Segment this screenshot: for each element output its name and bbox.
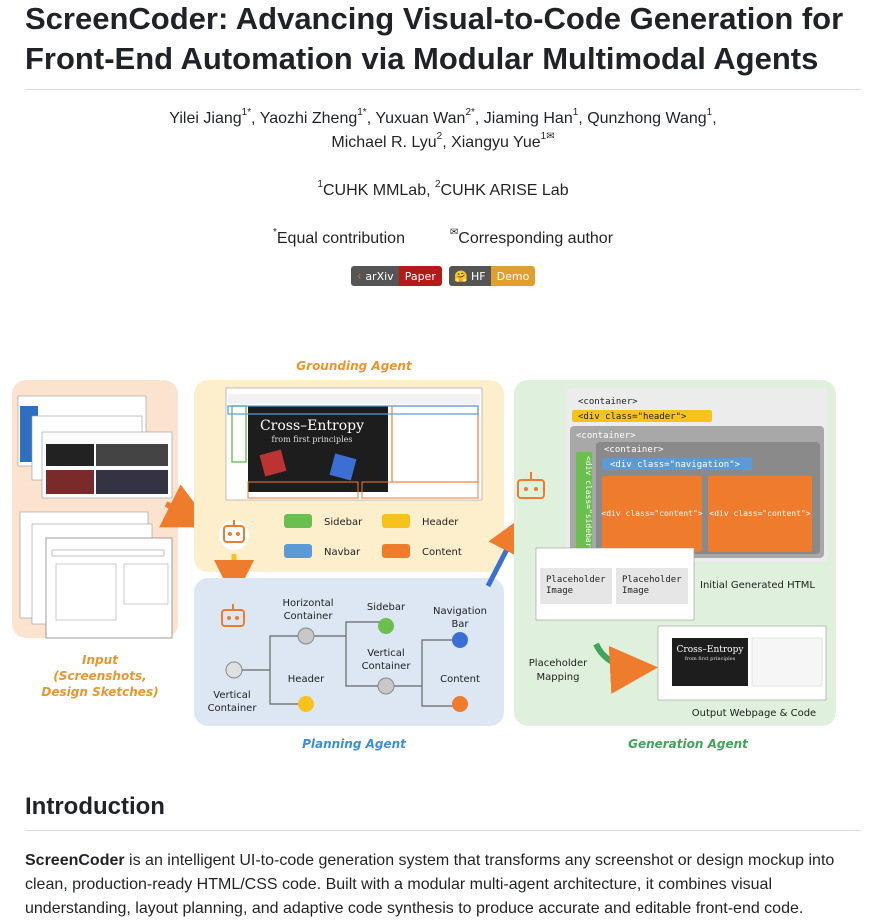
robot-icon [223, 520, 245, 543]
readme-content: ScreenCoder: Advancing Visual-to-Code Ge… [25, 0, 861, 288]
author-list: Yilei Jiang1*, Yaozhi Zheng1*, Yuxuan Wa… [169, 107, 717, 151]
hugging-face-icon: 🤗 [454, 269, 468, 283]
legend-header: Header [422, 517, 459, 528]
placeholder-mapping-label: Mapping [537, 672, 580, 683]
tree-node-label: Sidebar [367, 602, 406, 613]
author: Xiangyu Yue1✉ [451, 131, 555, 151]
tree-node-label: Vertical [367, 648, 404, 659]
contribution-notes: *Equal contribution ✉Corresponding autho… [272, 227, 614, 247]
input-panel: Input (Screenshots, Design Sketches) [12, 380, 178, 699]
author: Yilei Jiang1* [169, 107, 252, 127]
tree-node-label: Horizontal [282, 598, 333, 609]
grounding-panel: Cross–Entropy from first principles Side… [194, 380, 504, 572]
introduction-section: Introduction ScreenCoder is an intellige… [25, 792, 861, 921]
html-tag: <div class="header"> [578, 412, 687, 422]
thumbnail-subtitle: from first principles [685, 656, 736, 662]
tree-node-label: Container [284, 611, 334, 622]
thumbnail-title: Cross–Entropy [260, 418, 364, 434]
html-tag: <div class="content"> [601, 509, 702, 518]
initial-html-label: Initial Generated HTML [700, 580, 815, 591]
section-divider [25, 830, 861, 831]
html-tag: <container> [604, 445, 664, 455]
pipeline-figure: Grounding Agent Input (Screenshots, Desi… [12, 359, 836, 751]
title-divider [25, 89, 861, 90]
author: Yaozhi Zheng1* [259, 107, 367, 127]
affiliations: 1CUHK MMLab, 2CUHK ARISE Lab [317, 179, 569, 199]
page-title: ScreenCoder: Advancing Visual-to-Code Ge… [25, 1, 844, 76]
html-tag: <div class="content"> [709, 509, 810, 518]
tree-node-label: Container [208, 703, 258, 714]
hf-demo-badge[interactable]: 🤗HF Demo [449, 266, 536, 286]
input-label: Design Sketches) [41, 685, 158, 699]
generation-agent-label: Generation Agent [628, 737, 749, 751]
author: Michael R. Lyu2 [331, 131, 443, 151]
legend-swatch-navbar [284, 544, 312, 558]
generation-panel: <container> <div class="header"> <contai… [514, 380, 836, 726]
planning-agent-label: Planning Agent [302, 737, 407, 751]
placeholder-image-text: Placeholder [622, 575, 682, 585]
robot-icon [221, 604, 245, 627]
thumbnail-subtitle: from first principles [272, 435, 353, 444]
legend-sidebar: Sidebar [324, 517, 363, 528]
legend-swatch-content [382, 544, 410, 558]
legend-navbar: Navbar [324, 547, 361, 558]
tree-node-label: Navigation [433, 606, 487, 617]
planning-panel: Horizontal Container Sidebar Navigation … [194, 578, 504, 726]
tree-node-label: Header [288, 674, 325, 685]
html-tag: <div class="sidebar"> [584, 456, 593, 557]
author: Qunzhong Wang1 [587, 107, 713, 127]
flow-arrow [593, 642, 658, 694]
placeholder-image-text: Image [622, 586, 649, 596]
author: Yuxuan Wan2* [375, 107, 475, 127]
tree-node-label: Container [362, 661, 412, 672]
placeholder-image-text: Placeholder [546, 575, 606, 585]
tree-node-label: Vertical [213, 690, 250, 701]
output-label: Output Webpage & Code [692, 708, 816, 719]
input-label: (Screenshots, [53, 669, 146, 683]
legend-content: Content [422, 547, 462, 558]
placeholder-image-text: Image [546, 586, 573, 596]
arxiv-icon: ᚲ [355, 269, 363, 283]
tree-node-label: Bar [451, 619, 469, 630]
legend-swatch-sidebar [284, 514, 312, 528]
introduction-text: ScreenCoder is an intelligent UI-to-code… [25, 852, 835, 917]
legend-swatch-header [382, 514, 410, 528]
html-tag: <div class="navigation"> [610, 460, 741, 470]
introduction-lead: ScreenCoder [25, 852, 125, 869]
grounding-agent-label: Grounding Agent [296, 359, 413, 373]
thumbnail-title: Cross–Entropy [677, 645, 745, 655]
author: Jiaming Han1 [483, 107, 579, 127]
placeholder-mapping-label: Placeholder [529, 658, 588, 669]
introduction-heading: Introduction [25, 793, 165, 820]
input-label: Input [82, 653, 119, 667]
robot-icon [517, 472, 545, 499]
tree-node-label: Content [440, 674, 480, 685]
html-tag: <container> [576, 431, 636, 441]
html-tag: <container> [578, 397, 638, 407]
